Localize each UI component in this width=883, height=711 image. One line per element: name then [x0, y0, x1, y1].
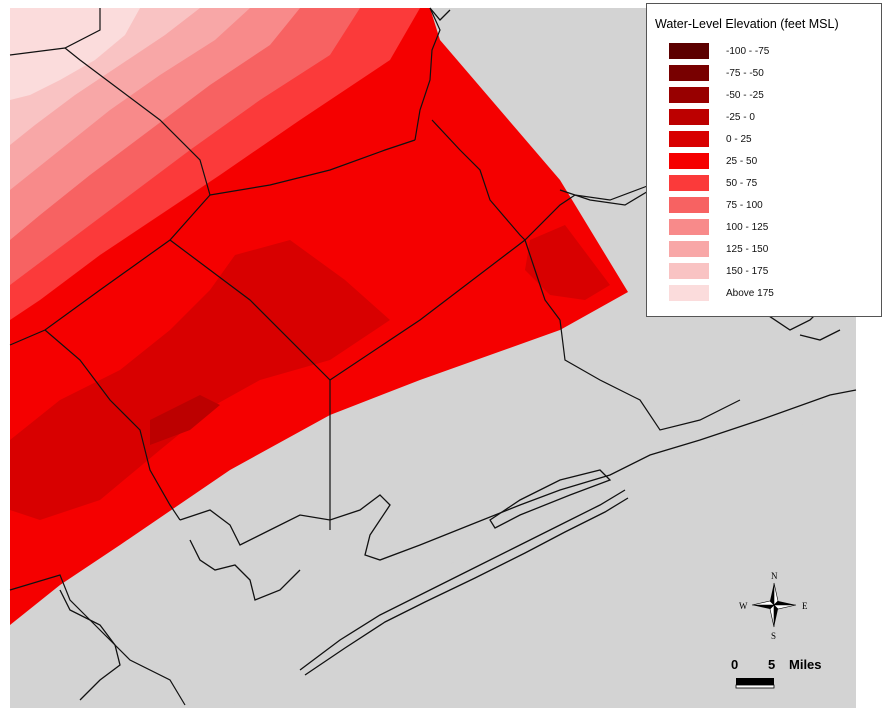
legend-swatch [669, 219, 709, 235]
legend-item: 75 - 100 [669, 194, 774, 216]
legend-swatch [669, 197, 709, 213]
compass-n: N [771, 571, 778, 581]
band-0-25-east [525, 225, 610, 300]
band-above-175 [10, 8, 140, 100]
legend-item: 25 - 50 [669, 150, 774, 172]
legend-label: -25 - 0 [726, 111, 755, 123]
legend-item: 0 - 25 [669, 128, 774, 150]
scale-start-label: 0 [731, 657, 739, 672]
legend-label: 100 - 125 [726, 221, 769, 233]
coastal-land-area [230, 410, 856, 708]
compass-e: E [802, 601, 808, 611]
band-0-25 [10, 240, 390, 520]
compass-s: S [771, 631, 776, 641]
legend-swatch [669, 175, 709, 191]
legend-swatch [669, 109, 709, 125]
legend-swatch [669, 263, 709, 279]
legend-label: -100 - -75 [726, 45, 770, 57]
legend-label: 75 - 100 [726, 199, 763, 211]
legend-item: 100 - 125 [669, 216, 774, 238]
legend-item: -50 - -25 [669, 84, 774, 106]
legend-title: Water-Level Elevation (feet MSL) [655, 17, 839, 31]
legend-label: -50 - -25 [726, 89, 764, 101]
legend-swatch [669, 285, 709, 301]
county-boundaries [9, 7, 741, 706]
legend-swatch [669, 43, 709, 59]
legend: Water-Level Elevation (feet MSL) -100 - … [646, 3, 882, 317]
compass-w: W [739, 601, 748, 611]
legend-items: -100 - -75 -75 - -50 -50 - -25 -25 - 0 0 - 2… [669, 40, 774, 304]
legend-item: 50 - 75 [669, 172, 774, 194]
scale-bar [735, 678, 775, 689]
legend-swatch [669, 87, 709, 103]
legend-label: 150 - 175 [726, 265, 769, 277]
legend-label: 0 - 25 [726, 133, 752, 145]
legend-item: -25 - 0 [669, 106, 774, 128]
legend-label: -75 - -50 [726, 67, 764, 79]
legend-label: 50 - 75 [726, 177, 758, 189]
band-neg25-0 [150, 395, 220, 445]
legend-swatch [669, 131, 709, 147]
legend-label: Above 175 [726, 287, 774, 299]
legend-item: -100 - -75 [669, 40, 774, 62]
legend-item: Above 175 [669, 282, 774, 304]
legend-item: 125 - 150 [669, 238, 774, 260]
legend-swatch [669, 153, 709, 169]
legend-label: 125 - 150 [726, 243, 769, 255]
scale-end-label: 5 [768, 657, 776, 672]
legend-label: 25 - 50 [726, 155, 758, 167]
legend-swatch [669, 65, 709, 81]
legend-swatch [669, 241, 709, 257]
legend-item: -75 - -50 [669, 62, 774, 84]
scale-unit-label: Miles [789, 657, 822, 672]
compass-rose-icon: N S E W [739, 571, 808, 641]
legend-item: 150 - 175 [669, 260, 774, 282]
